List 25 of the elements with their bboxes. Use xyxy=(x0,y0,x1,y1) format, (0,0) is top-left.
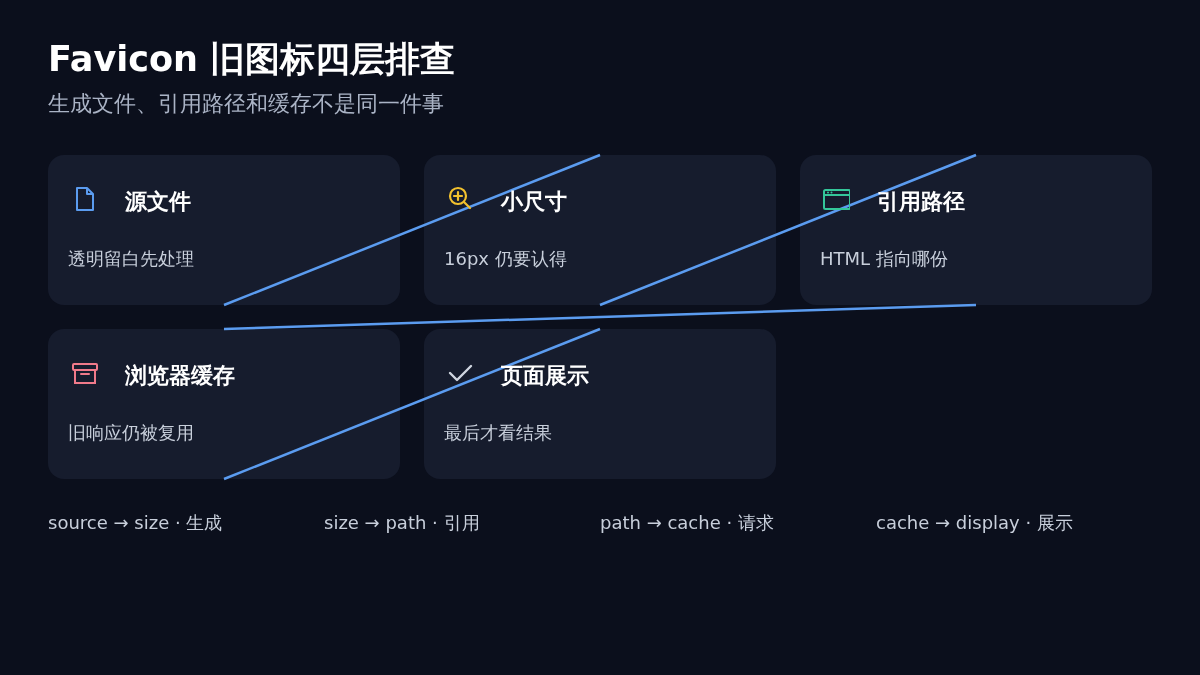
card-title: 小尺寸 xyxy=(501,188,567,216)
card-description: 透明留白先处理 xyxy=(68,247,194,271)
card-description: HTML 指向哪份 xyxy=(820,247,948,271)
connector-line xyxy=(599,153,977,307)
step-card xyxy=(424,155,776,305)
transition-label: size → path · 引用 xyxy=(324,511,480,535)
connector-line xyxy=(223,327,601,481)
step-card xyxy=(800,155,1152,305)
step-card xyxy=(48,329,400,479)
card-title: 引用路径 xyxy=(877,188,965,216)
step-card xyxy=(48,155,400,305)
connector-line xyxy=(223,153,601,307)
step-card xyxy=(424,329,776,479)
connector-line xyxy=(223,303,977,331)
card-title: 源文件 xyxy=(125,188,191,216)
card-description: 旧响应仍被复用 xyxy=(68,421,194,445)
transition-label: source → size · 生成 xyxy=(48,511,223,535)
card-description: 16px 仍要认得 xyxy=(444,247,567,271)
transition-label: path → cache · 请求 xyxy=(600,511,774,535)
card-description: 最后才看结果 xyxy=(444,421,552,445)
page-subtitle: 生成文件、引用路径和缓存不是同一件事 xyxy=(48,90,444,118)
transition-label: cache → display · 展示 xyxy=(876,511,1073,535)
page-title: Favicon 旧图标四层排查 xyxy=(48,38,456,81)
card-title: 页面展示 xyxy=(501,362,589,390)
card-title: 浏览器缓存 xyxy=(125,362,235,390)
